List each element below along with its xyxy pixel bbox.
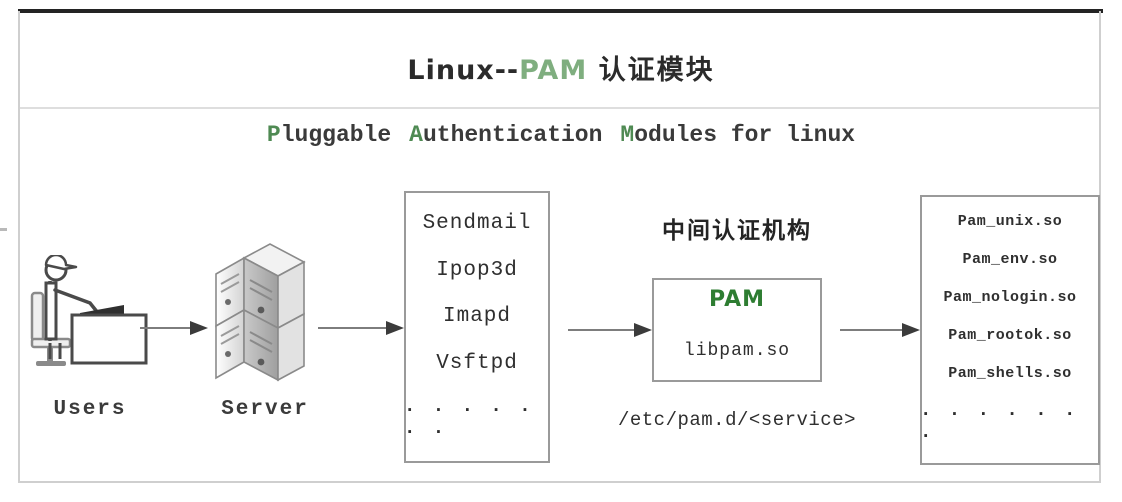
pam-config-path: /etc/pam.d/<service>: [617, 409, 857, 431]
pam-heading: 中间认证机构: [662, 218, 812, 244]
pam-library: libpam.so: [683, 341, 791, 361]
subtitle-word-authentication: Authentication: [409, 122, 603, 148]
list-item: Pam_shells.so: [948, 364, 1072, 382]
services-ellipsis: · · · · · · ·: [404, 399, 534, 444]
left-edge-mark: [0, 228, 7, 231]
modules-list: Pam_unix.so Pam_env.so Pam_nologin.so Pa…: [920, 203, 1100, 457]
users-label: Users: [53, 398, 127, 421]
list-item: Imapd: [442, 305, 511, 329]
server-rack-icon: [215, 243, 306, 382]
top-border-rule: [18, 9, 1103, 13]
diagram-outer-frame: [18, 11, 1101, 483]
pam-box: [652, 278, 822, 382]
modules-box: [920, 195, 1100, 465]
list-item: Pam_rootok.so: [948, 326, 1072, 344]
list-item: Pam_env.so: [962, 251, 1058, 269]
server-label: Server: [221, 398, 309, 421]
list-item: Pam_unix.so: [957, 213, 1063, 231]
title-accent: PAM: [519, 55, 588, 86]
person-at-desk-icon: [30, 253, 148, 366]
subtitle-word-pluggable: Pluggable: [266, 122, 392, 148]
services-box: [404, 191, 550, 463]
arrow-services-to-pam: [568, 323, 652, 337]
server-icon: [208, 240, 318, 390]
page-title: Linux--PAM 认证模块: [0, 48, 1122, 87]
page-subtitle: Pluggable Authentication Modules for linux: [0, 122, 1122, 148]
users-icon: [28, 253, 158, 370]
pam-name: PAM: [708, 287, 766, 312]
list-item: Vsftpd: [436, 352, 518, 376]
title-prefix: Linux--: [407, 55, 520, 86]
arrow-pam-to-modules: [840, 323, 920, 337]
services-list: Sendmail Ipop3d Imapd Vsftpd · · · · · ·…: [404, 200, 550, 455]
arrow-users-to-server: [140, 321, 208, 335]
list-item: Sendmail: [422, 211, 532, 235]
list-item: Pam_nologin.so: [943, 289, 1077, 307]
header-divider: [20, 107, 1099, 109]
subtitle-word-modules: Modules for linux: [620, 122, 856, 148]
title-suffix: 认证模块: [598, 55, 715, 86]
list-item: Ipop3d: [436, 258, 518, 282]
modules-ellipsis: · · · · · · ·: [920, 402, 1079, 447]
arrow-server-to-services: [318, 321, 404, 335]
